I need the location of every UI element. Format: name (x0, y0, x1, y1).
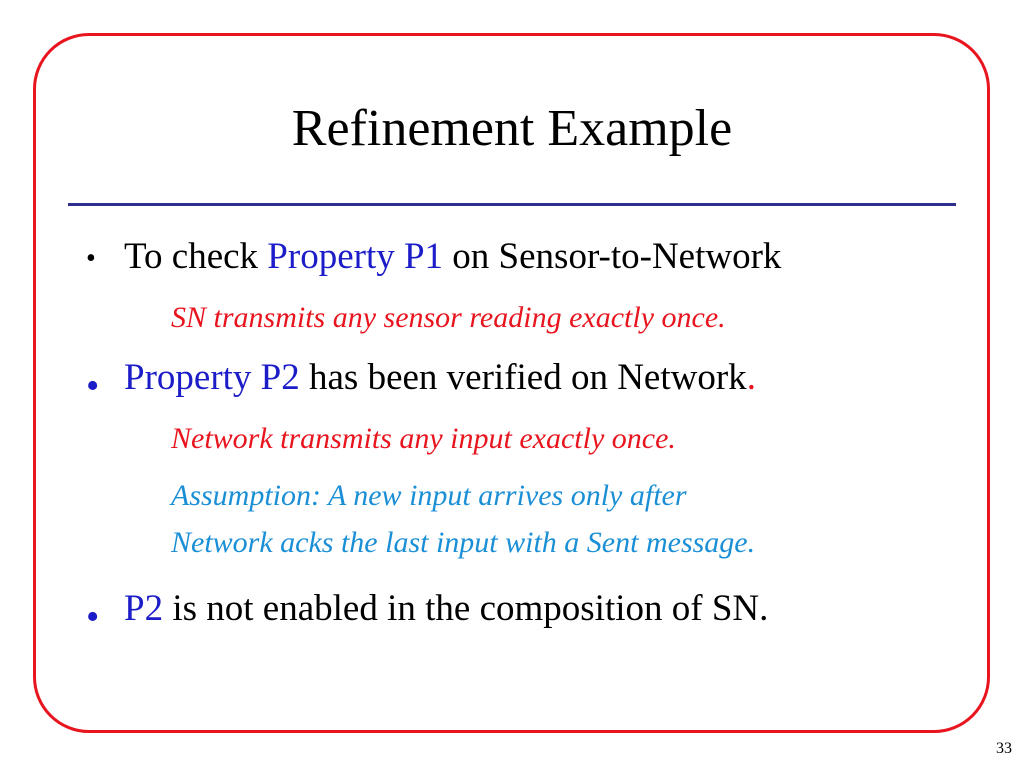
bullet-2-period: . (746, 357, 756, 398)
bullet-1-suffix: on Sensor-to-Network (443, 236, 782, 277)
bullet-2: Property P2 has been verified on Network… (124, 357, 756, 400)
bullet-2-highlight: Property P2 (124, 357, 300, 398)
bullet-3-highlight: P2 (124, 588, 164, 629)
page-number: 33 (996, 740, 1012, 757)
title-divider (68, 203, 956, 206)
slide-title: Refinement Example (291, 100, 733, 157)
bullet-1-highlight: Property P1 (267, 236, 444, 277)
bullet-2-sub-1: Network transmits any input exactly once… (171, 422, 676, 455)
bullet-1-prefix: To check (124, 236, 268, 277)
bullet-2-sub-2: Assumption: A new input arrives only aft… (171, 479, 687, 512)
bullet-1-marker: • (86, 243, 96, 274)
bullet-3: P2 is not enabled in the composition of … (124, 588, 768, 631)
bullet-2-sub-3: Network acks the last input with a Sent … (171, 526, 756, 559)
bullet-1-sub-1: SN transmits any sensor reading exactly … (171, 301, 726, 334)
bullet-3-marker: • (86, 596, 100, 638)
slide-frame (33, 33, 990, 733)
bullet-3-suffix: is not enabled in the composition of SN. (163, 588, 769, 629)
bullet-1: To check Property P1 on Sensor-to-Networ… (124, 236, 781, 279)
bullet-2-marker: • (86, 365, 100, 407)
bullet-2-suffix: has been verified on Network (299, 357, 747, 398)
